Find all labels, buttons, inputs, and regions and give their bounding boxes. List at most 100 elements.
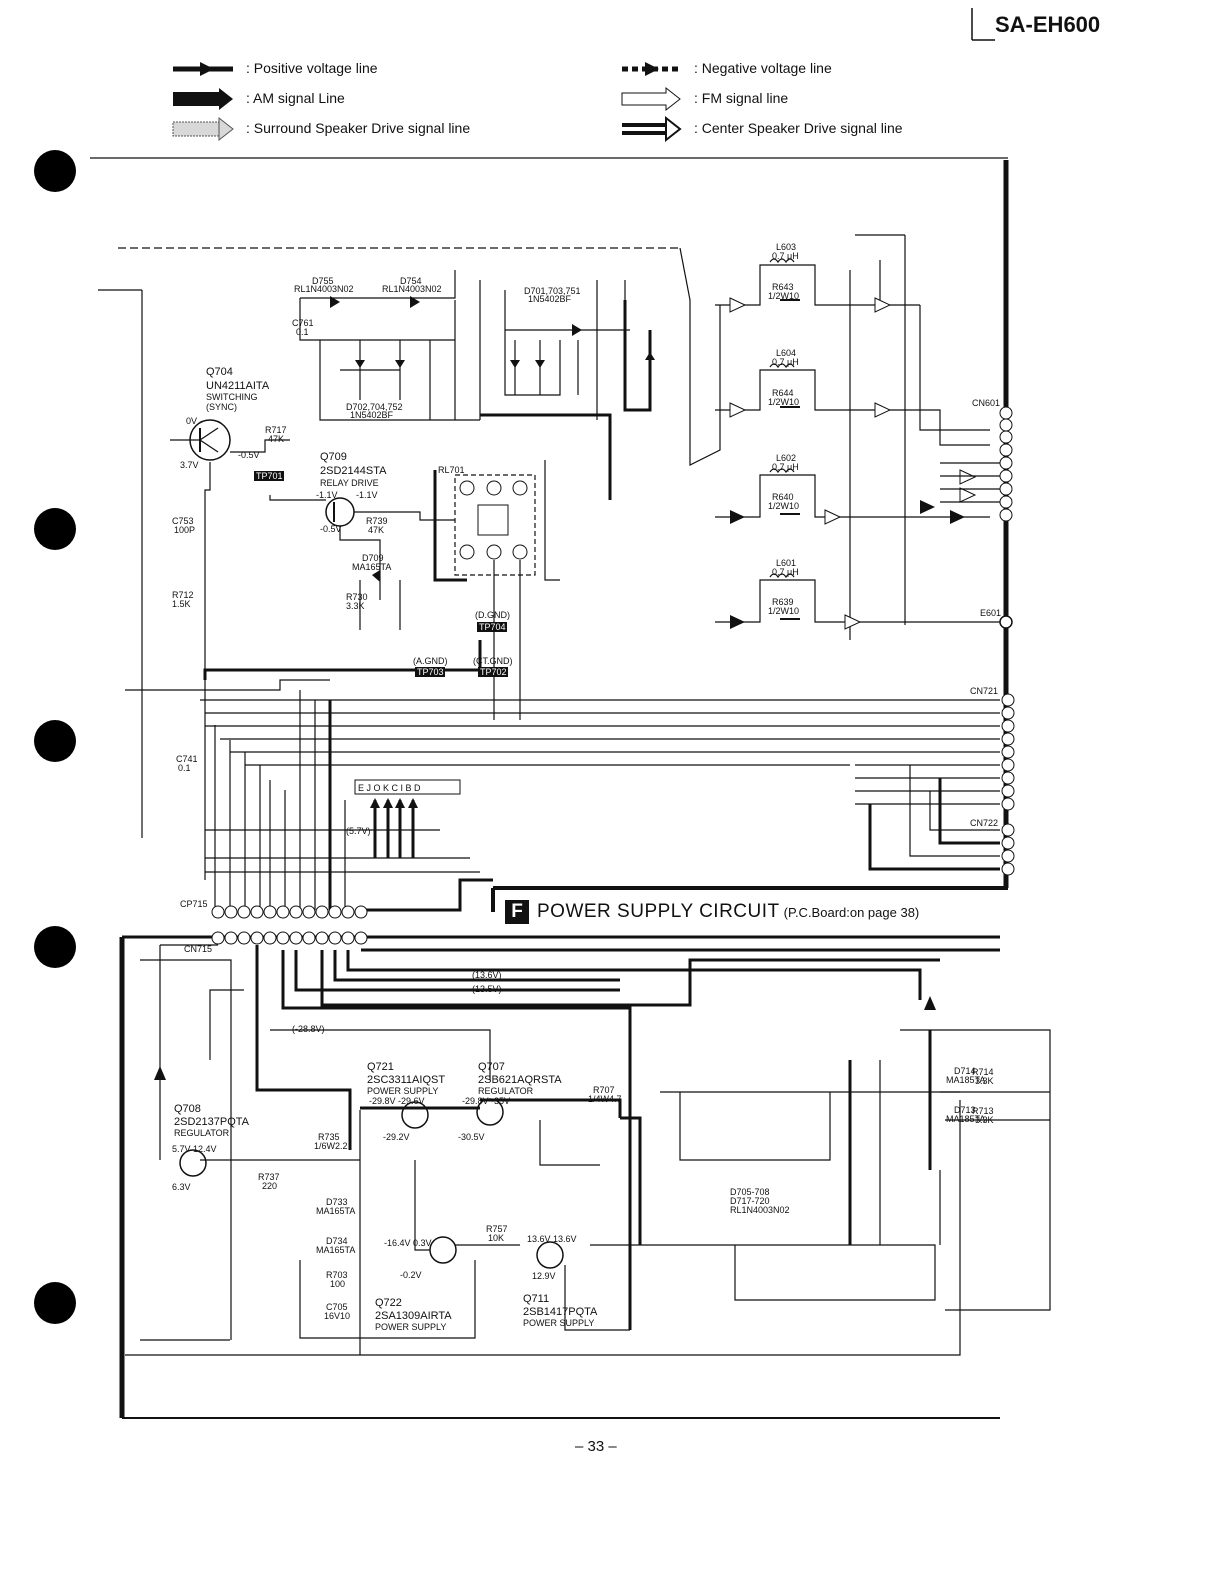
r639-label-1: R639: [772, 597, 794, 607]
d734-label-2: MA165TA: [316, 1245, 355, 1255]
cn721-label: CN721: [970, 686, 998, 696]
section-letter: F: [505, 900, 529, 924]
punch-hole: [34, 1282, 76, 1324]
tp704-label: TP704: [479, 622, 506, 632]
q708-transistor: [179, 1149, 207, 1177]
cn721-connector: [1001, 693, 1015, 811]
center-line-symbol: [622, 115, 682, 143]
r713-label-1: R713: [972, 1106, 994, 1116]
r713-label-2: 3.3K: [975, 1115, 994, 1125]
d754-label-2: RL1N4003N02: [382, 284, 442, 294]
d733-label-1: D733: [326, 1197, 348, 1207]
v57-label: (5.7V): [346, 826, 371, 836]
cn715-connector: [211, 931, 368, 945]
d705-label-2: D717-720: [730, 1196, 770, 1206]
q708-label-3: REGULATOR: [174, 1128, 230, 1138]
punch-hole: [34, 508, 76, 550]
agnd-label: (A.GND): [413, 656, 448, 666]
legend-negative-label: : Negative voltage line: [694, 60, 832, 76]
q704-voltage-1: 0V: [186, 416, 197, 426]
cn715-label: CN715: [184, 944, 212, 954]
q709-voltage-2: -1.1V: [356, 490, 378, 500]
c741-label-1: C741: [176, 754, 198, 764]
bus-lines: [125, 640, 1000, 912]
tp704-box: [477, 622, 507, 632]
ctgnd-label: (CT.GND): [473, 656, 513, 666]
tp702-label: TP702: [480, 667, 507, 677]
q709-label-1: Q709: [320, 451, 347, 463]
q704-voltage-2: 3.7V: [180, 460, 199, 470]
q711-transistor: [536, 1241, 564, 1269]
d755-label-1: D755: [312, 276, 334, 286]
v288-label: (-28.8V): [292, 1024, 325, 1034]
r735-label-1: R735: [318, 1132, 340, 1142]
d709-label-1: D709: [362, 553, 384, 563]
d701-label-2: 1N5402BF: [528, 294, 572, 304]
tp703-box: [415, 667, 445, 677]
r737-label-2: 220: [262, 1181, 277, 1191]
q707-label-3: REGULATOR: [478, 1086, 534, 1096]
cn722-connector: [855, 764, 1015, 876]
q711-base-voltage: 12.9V: [532, 1271, 556, 1281]
cp715-label: CP715: [180, 899, 208, 909]
q709-voltage-3: -0.5V: [320, 524, 342, 534]
legend-am-label: : AM signal Line: [246, 90, 345, 106]
r707-label-2: 1/4W4.7: [588, 1094, 622, 1104]
d713-label-1: D713: [954, 1105, 976, 1115]
d705-label-3: RL1N4003N02: [730, 1205, 790, 1215]
q707-label-1: Q707: [478, 1061, 505, 1073]
c705-label-1: C705: [326, 1302, 348, 1312]
d709-label-2: MA165TA: [352, 562, 391, 572]
am-line-symbol: [173, 88, 233, 110]
dgnd-label: (D.GND): [475, 610, 510, 620]
section-subtitle: (P.C.Board:on page 38): [783, 904, 920, 920]
c705-label-2: 16V10: [324, 1311, 350, 1321]
q704-transistor: [170, 419, 290, 880]
r739-label-2: 47K: [368, 525, 384, 535]
r644-label-2: 1/2W10: [768, 397, 799, 407]
q722-voltages: -16.4V 0.3V: [384, 1238, 432, 1248]
d755-label-2: RL1N4003N02: [294, 284, 354, 294]
d734-label-1: D734: [326, 1236, 348, 1246]
legend-fm-label: : FM signal line: [694, 90, 789, 106]
relay-pin-block: [354, 779, 461, 858]
cn722-label: CN722: [970, 818, 998, 828]
q721-label-1: Q721: [367, 1061, 394, 1073]
l604-label-1: L604: [776, 348, 796, 358]
speaker-output-section: [679, 234, 1013, 640]
q708-base-voltage: 6.3V: [172, 1182, 191, 1192]
r640-label-2: 1/2W10: [768, 501, 799, 511]
q707-base-voltage: -30.5V: [458, 1132, 485, 1142]
legend-surround-label: : Surround Speaker Drive signal line: [246, 120, 471, 136]
l602-label-1: L602: [776, 453, 796, 463]
tp701-box: [254, 471, 284, 481]
r640-label-1: R640: [772, 492, 794, 502]
d702-label-2: 1N5402BF: [350, 410, 394, 420]
model-number: SA-EH600: [995, 12, 1101, 37]
r644-label-1: R644: [772, 388, 794, 398]
q704-label-1: Q704: [206, 366, 233, 378]
r714-label-2: 3.3K: [975, 1076, 994, 1086]
r707-label-1: R707: [593, 1085, 615, 1095]
board-outline: [90, 157, 1009, 1419]
relay-pins-label: E J O K C I B D: [358, 783, 421, 793]
q721-transistor: [401, 1101, 429, 1129]
q709-label-3: RELAY DRIVE: [320, 478, 379, 488]
section-title-text: POWER SUPPLY CIRCUIT: [537, 901, 780, 922]
q709-transistor: [269, 495, 455, 630]
q722-base-voltage: -0.2V: [400, 1270, 422, 1280]
v136-label: (13.6V): [472, 970, 502, 980]
d714-label-1: D714: [954, 1066, 976, 1076]
r703-label-2: 100: [330, 1279, 345, 1289]
r737-label-1: R737: [258, 1172, 280, 1182]
legend-center-label: : Center Speaker Drive signal line: [694, 120, 903, 136]
r639-label-2: 1/2W10: [768, 606, 799, 616]
v135-label: (13.5V): [472, 984, 502, 994]
r643-label-1: R643: [772, 282, 794, 292]
cn601-connector: [940, 406, 1013, 522]
q721-label-3: POWER SUPPLY: [367, 1086, 438, 1096]
tp703-label: TP703: [417, 667, 444, 677]
q708-label-2: 2SD2137PQTA: [174, 1116, 250, 1128]
d714-label-2: MA185TA: [946, 1075, 985, 1085]
